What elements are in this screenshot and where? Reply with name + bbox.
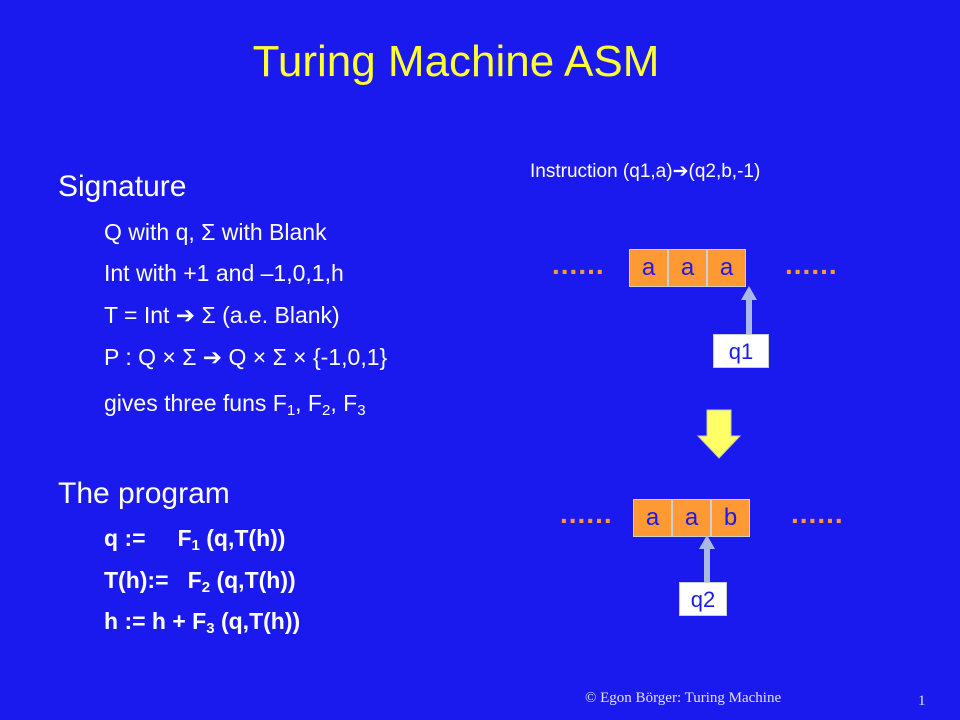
subscript-1: 1 [286,402,296,419]
transition-down-arrow-icon [696,409,742,459]
program-line-2: T(h):= F2 (q,T(h)) [104,566,296,596]
program-line-2-lhs: T(h):= F [104,567,202,593]
subscript-1: 1 [191,537,200,554]
program-heading: The program [58,477,230,510]
tape-cell: b [711,499,750,537]
slide-title: Turing Machine ASM [252,37,660,86]
page-number: 1 [918,693,926,709]
head-pointer-arrow-icon [741,286,757,334]
program-line-3-rest: (q,T(h)) [214,608,301,634]
tape-cell: a [707,249,746,287]
signature-heading: Signature [58,170,187,203]
separator: , F [295,390,322,416]
signature-line-5-text: gives three funs F [104,390,287,416]
subscript-2: 2 [201,579,211,596]
head-pointer-arrow-icon [699,535,715,583]
subscript-3: 3 [357,402,366,419]
tape-ellipsis-left: ...... [552,249,605,280]
separator: , F [330,390,358,416]
tape-after: a a b [633,499,750,537]
slide-footer: © Egon Börger: Turing Machine [585,690,782,706]
right-arrow-icon: ➔ [672,161,689,182]
program-line-3: h := h + F3 (q,T(h)) [104,607,301,637]
state-before-box: q1 [713,334,769,368]
signature-line-1: Q with q, Σ with Blank [104,219,327,245]
signature-line-2: Int with +1 and –1,0,1,h [104,260,344,286]
signature-line-3: T = Int ➔ Σ (a.e. Blank) [104,302,340,328]
tape-ellipsis-right: ...... [791,498,844,529]
program-line-1-rest: (q,T(h)) [199,525,286,551]
tape-cell: a [672,499,711,537]
program-line-3-lhs: h := h + F [104,608,207,634]
signature-line-4: P : Q × Σ ➔ Q × Σ × {-1,0,1} [104,344,388,370]
program-line-1-lhs: q := F [104,525,192,551]
tape-ellipsis-right: ...... [785,249,838,280]
instruction-suffix: (q2,b,-1) [688,161,761,182]
instruction-label: Instruction (q1,a)➔(q2,b,-1) [530,160,760,184]
program-line-1: q := F1 (q,T(h)) [104,524,286,554]
tape-ellipsis-left: ...... [560,498,613,529]
tape-cell: a [629,249,668,287]
tape-cell: a [633,499,672,537]
subscript-2: 2 [322,402,331,419]
tape-cell: a [668,249,707,287]
tape-before: a a a [629,249,746,287]
program-line-2-rest: (q,T(h)) [210,567,296,593]
signature-line-5: gives three funs F1, F2, F3 [104,389,366,419]
state-after-box: q2 [679,582,727,616]
subscript-3: 3 [206,620,215,637]
instruction-prefix: Instruction (q1,a) [530,161,673,182]
